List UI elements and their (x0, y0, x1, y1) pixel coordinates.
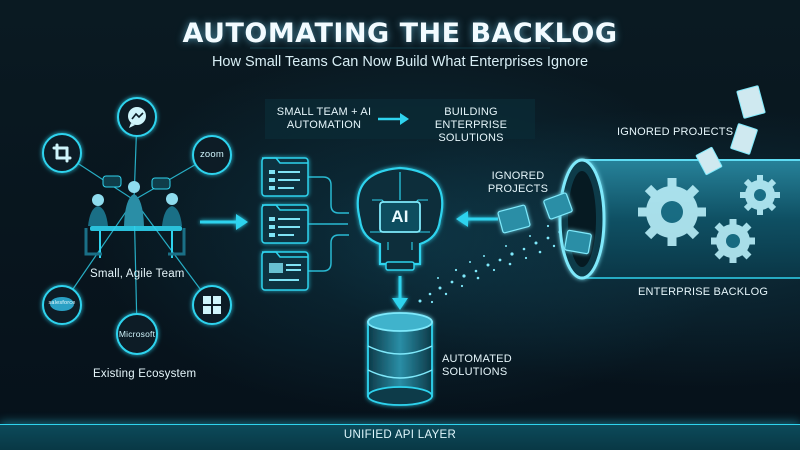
automated-solutions-label: AUTOMATED SOLUTIONS (442, 353, 512, 378)
document-icon (695, 85, 766, 176)
document-card (261, 204, 309, 244)
arrow-team-to-documents (200, 214, 248, 230)
page-subtitle: How Small Teams Can Now Build What Enter… (211, 54, 589, 70)
api-layer-label: UNIFIED API LAYER (343, 429, 457, 441)
salesforce-icon (42, 285, 82, 325)
team-label: Small, Agile Team (90, 268, 185, 280)
slack-icon (42, 133, 82, 173)
gear-icon (711, 219, 755, 263)
zoom-label: zoom (199, 149, 225, 160)
building-solutions-label: BUILDING ENTERPRISE SOLUTIONS (434, 106, 508, 144)
page-title: AUTOMATING THE BACKLOG (182, 18, 618, 49)
salesforce-label: salesforce (48, 300, 76, 306)
ai-label: AI (391, 207, 409, 226)
document-card (261, 251, 309, 291)
particle-stream (418, 224, 568, 304)
document-cards (261, 157, 309, 291)
arrow-backlog-to-brain (456, 211, 498, 227)
flow-banner (265, 99, 535, 139)
gear-icon (740, 175, 780, 215)
gear-icon (638, 178, 706, 246)
messenger-icon (117, 97, 157, 137)
document-card (261, 157, 309, 197)
document-connectors (308, 176, 349, 272)
team-illustration (84, 175, 186, 258)
microsoft-label: Microsoft (118, 329, 156, 339)
arrow-brain-to-database (392, 276, 408, 310)
ignored-projects-mid-label: IGNORED PROJECTS (487, 170, 549, 195)
ai-brain-icon (356, 166, 444, 271)
database-icon (367, 312, 433, 406)
small-team-automation-label: SMALL TEAM + AI AUTOMATION (276, 106, 372, 131)
api-layer-bar (0, 424, 800, 450)
windows-icon (192, 285, 232, 325)
microsoft-icon (116, 313, 158, 355)
ignored-projects-top-label: IGNORED PROJECTS (617, 126, 734, 138)
folder-icon (543, 192, 573, 220)
folder-icon (497, 204, 531, 234)
zoom-icon (192, 135, 232, 175)
enterprise-backlog-label: ENTERPRISE BACKLOG (638, 286, 769, 298)
folder-icon (564, 229, 592, 255)
ecosystem-label: Existing Ecosystem (93, 368, 197, 380)
